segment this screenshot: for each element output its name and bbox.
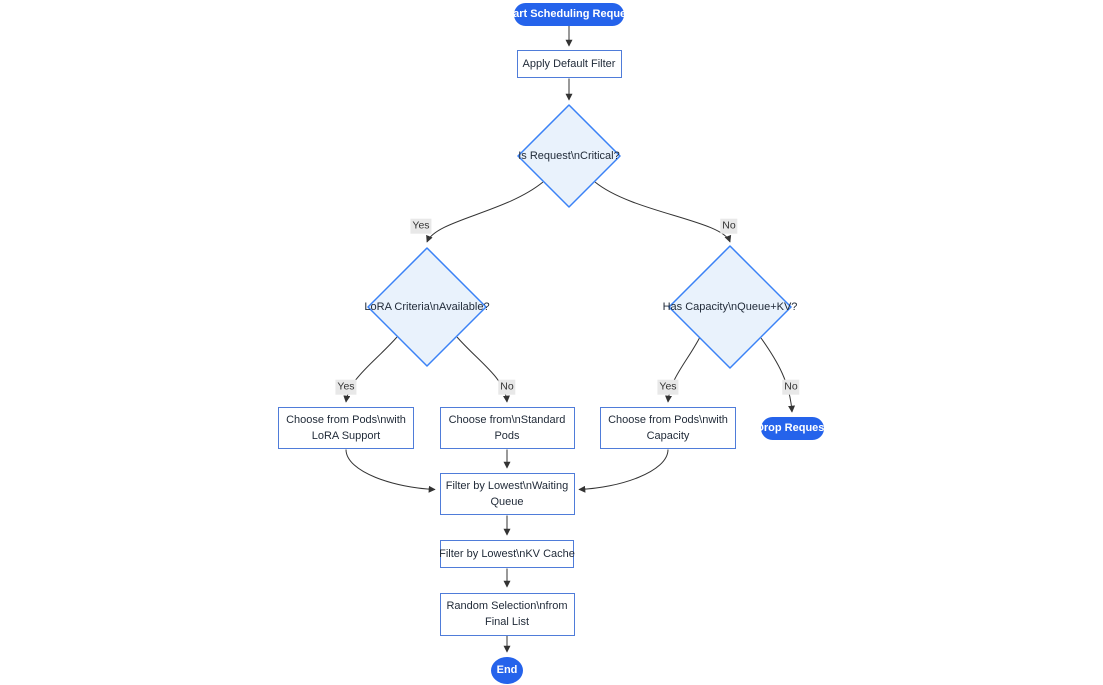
node-label: Filter by Lowest\nWaiting — [445, 479, 569, 492]
diamond-shape — [668, 245, 792, 369]
node-label: Capacity — [646, 430, 690, 442]
node-is-critical: Is Request\nCritical? — [517, 104, 621, 208]
node-label: LoRA Criteria\nAvailable? — [364, 300, 490, 313]
edge-pods-lora-to-filter-waiting — [345, 449, 436, 493]
edge-label-is-critical-yes: Yes — [410, 218, 432, 234]
node-start: Start Scheduling Request — [502, 2, 636, 26]
node-has-capacity: Has Capacity\nQueue+KV? — [663, 245, 797, 369]
node-drop-request: Drop Request — [756, 416, 828, 440]
node-end: End — [491, 656, 523, 684]
edge-pods-capacity-to-filter-waiting — [578, 449, 669, 493]
node-label: Filter by Lowest\nKV Cache — [439, 547, 575, 560]
node-label: Queue — [490, 496, 524, 508]
diamond-shape — [517, 104, 621, 208]
edge-label-lora-criteria-yes: Yes — [335, 379, 357, 395]
node-label: Final List — [484, 616, 530, 628]
node-label: Pods — [494, 430, 520, 442]
edge-label-is-critical-no: No — [720, 218, 738, 234]
node-label: Start Scheduling Request — [502, 7, 636, 20]
node-label: Choose from Pods\nwith — [286, 413, 406, 426]
edge-label-lora-criteria-no: No — [498, 379, 516, 395]
node-label: Choose from Pods\nwith — [608, 413, 728, 426]
node-label: Choose from\nStandard — [448, 413, 566, 426]
node-filter-kv: Filter by Lowest\nKV Cache — [439, 540, 575, 568]
node-label: Is Request\nCritical? — [518, 149, 620, 162]
node-label: Apply Default Filter — [522, 57, 616, 70]
node-apply-filter: Apply Default Filter — [516, 50, 622, 78]
edge-label-has-capacity-no: No — [782, 379, 800, 395]
edge-label-has-capacity-yes: Yes — [657, 379, 679, 395]
node-label: LoRA Support — [311, 430, 381, 442]
node-label: Has Capacity\nQueue+KV? — [662, 300, 798, 313]
node-label: Random Selection\nfrom — [446, 599, 568, 612]
diamond-shape — [367, 247, 487, 367]
node-label: Drop Request — [755, 421, 829, 434]
node-label: End — [496, 663, 518, 676]
node-lora-criteria: LoRA Criteria\nAvailable? — [364, 247, 490, 367]
